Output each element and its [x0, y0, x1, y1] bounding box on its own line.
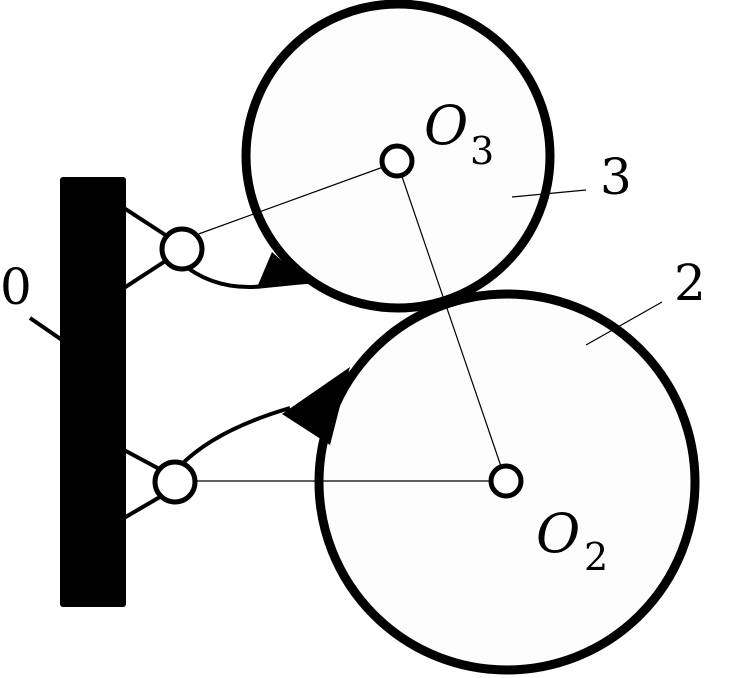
lower-arm-curve	[178, 406, 291, 468]
frame-label: 0	[0, 258, 32, 316]
wheel-3-label: 3	[600, 148, 632, 206]
center-o2-joint	[488, 463, 524, 499]
wheel-2-label: 2	[674, 254, 706, 312]
center-o2-label: O	[536, 502, 580, 565]
upper-pin-joint	[159, 226, 205, 272]
center-o3-joint	[379, 143, 415, 179]
fixed-frame	[60, 177, 126, 607]
wheel-2-label-leader	[585, 301, 663, 346]
lower-arm-wedge	[282, 367, 350, 445]
upper-support-bracket	[122, 206, 172, 290]
frame-label-leader	[28, 316, 64, 342]
upper-arm-wedge	[258, 252, 308, 285]
center-o3-subscript: 3	[470, 129, 494, 173]
wheel-3-label-leader	[511, 189, 587, 198]
center-o2-subscript: 2	[584, 535, 608, 579]
line-pin-to-o3	[181, 161, 398, 241]
line-o3-to-o2	[396, 161, 507, 482]
center-o3-label: O	[424, 94, 468, 157]
lower-pin-joint	[152, 459, 198, 505]
